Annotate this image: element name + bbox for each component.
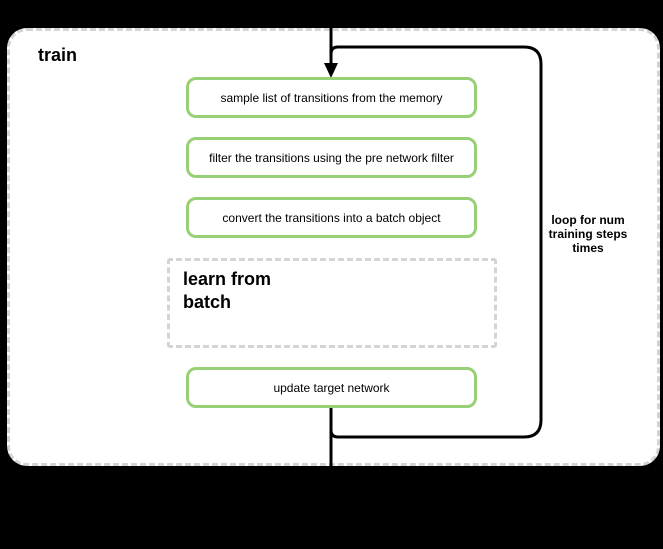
step-label: filter the transitions using the pre net…: [209, 150, 454, 165]
step-convert-batch: convert the transitions into a batch obj…: [186, 197, 477, 238]
step-label: convert the transitions into a batch obj…: [222, 210, 441, 225]
learn-from-batch-box: learn from batch: [167, 258, 497, 348]
step-sample-transitions: sample list of transitions from the memo…: [186, 77, 477, 118]
step-label: update target network: [273, 380, 390, 395]
step-filter-transitions: filter the transitions using the pre net…: [186, 137, 477, 178]
subprocess-label: learn from batch: [183, 269, 272, 312]
step-update-target-network: update target network: [186, 367, 477, 408]
step-label: sample list of transitions from the memo…: [220, 90, 443, 105]
loop-label: loop for num training steps times: [548, 213, 628, 255]
diagram-title: train: [38, 45, 78, 65]
